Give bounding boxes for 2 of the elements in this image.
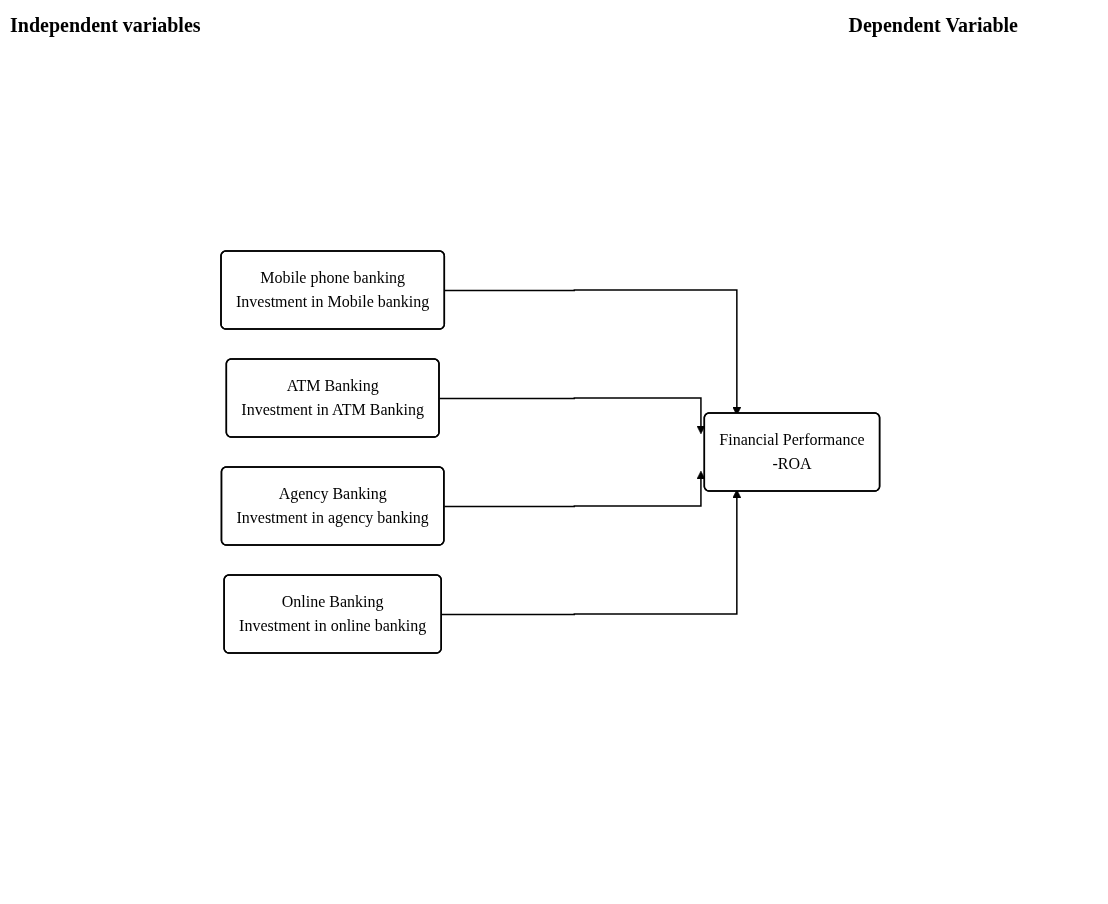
column-heading: Dependent Variable bbox=[848, 14, 1018, 37]
column-heading: Independent variables bbox=[10, 14, 201, 37]
